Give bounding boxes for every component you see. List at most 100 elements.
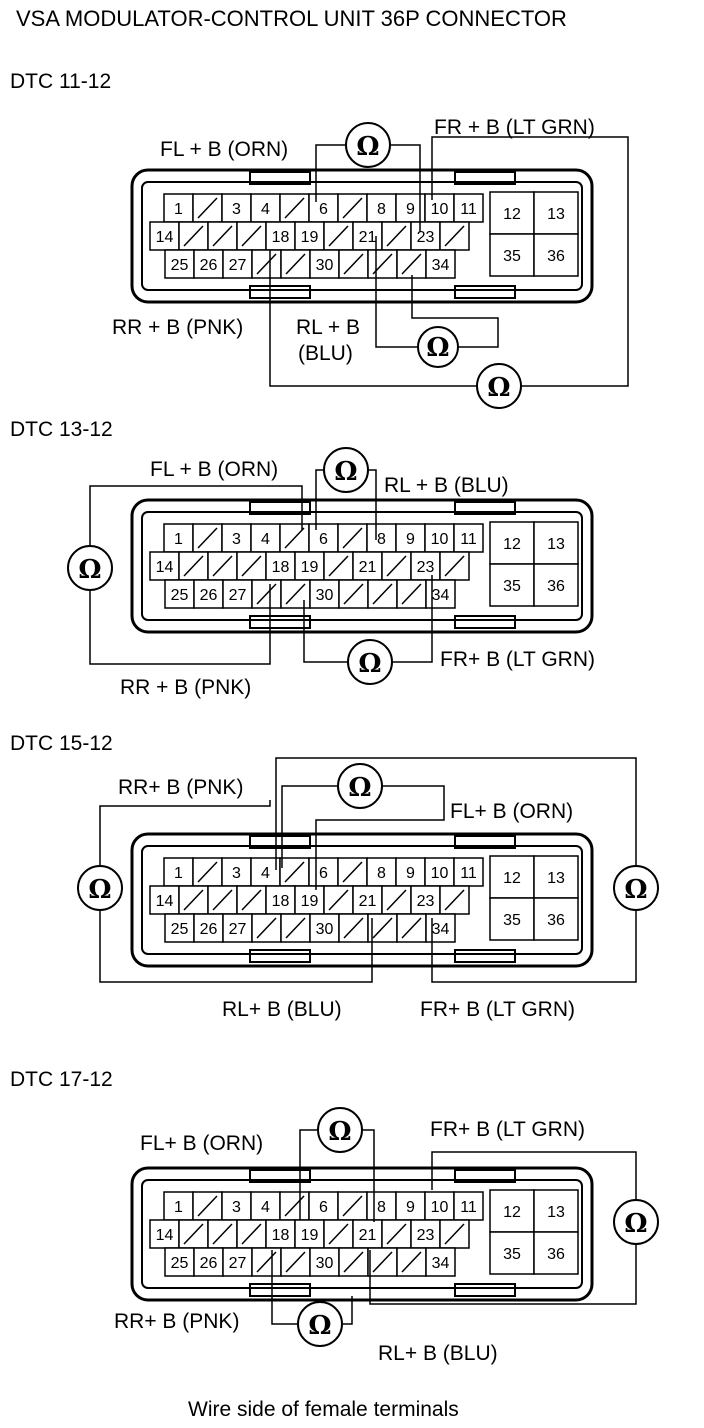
terminal-cell-large [533,233,579,277]
page-title: VSA MODULATOR-CONTROL UNIT 36P CONNECTOR [16,6,567,31]
terminal-cell [250,523,281,553]
terminal-number: 13 [547,206,565,223]
terminal-number: 25 [171,587,189,604]
unused-terminal [183,225,204,247]
terminal-number: 6 [319,1199,328,1216]
terminal-number: 12 [503,536,521,553]
wire-fr [369,1151,637,1305]
terminal-number: 34 [432,587,450,604]
unused-terminal [343,583,364,605]
ohm-symbol: Ω [328,1117,351,1147]
ohmmeter-icon [317,1107,363,1153]
latch [454,949,516,963]
terminal-number: 18 [272,893,290,910]
latch [249,501,311,515]
terminal-cell [309,579,340,609]
ohmmeter-icon [297,1301,343,1347]
terminal-number: 3 [232,201,241,218]
terminal-number: 36 [547,1246,565,1263]
ohmmeter-icon [337,763,383,809]
terminal-number: 19 [301,893,319,910]
terminal-number: 27 [229,257,247,274]
terminal-cell [352,885,383,915]
terminal-number: 9 [406,865,415,882]
terminal-number: 23 [417,559,435,576]
label-rl-color: (BLU) [298,342,353,365]
terminal-number: 10 [431,865,449,882]
wire-fr [431,136,629,387]
terminal-number: 11 [460,865,477,882]
wire-rl [315,469,377,540]
unused-terminal [241,1223,262,1245]
wire-rr-rl [99,800,373,983]
connector-shell [130,498,594,634]
wire-fl-fr-meter [315,144,421,232]
wire-fl-rr [89,485,303,665]
terminal-number: 19 [301,229,319,246]
unused-terminal [342,527,363,549]
unused-terminal [401,583,422,605]
terminal-number: 30 [316,1255,334,1272]
dtc-label: DTC 11-12 [10,70,111,93]
ohmmeter-icon [77,865,123,911]
terminal-number: 25 [171,257,189,274]
latch [454,501,516,515]
terminal-number: 14 [156,1227,174,1244]
unused-terminal [328,225,349,247]
unused-terminal [212,225,233,247]
terminal-number: 9 [406,531,415,548]
terminal-cell [221,1191,252,1221]
unused-terminal [284,197,305,219]
unused-terminal [372,583,393,605]
terminal-number: 21 [359,559,377,576]
ohm-symbol: Ω [426,333,449,363]
terminal-number: 6 [319,531,328,548]
label-fr: FR + B (LT GRN) [434,116,595,139]
connector-shell [130,1166,594,1302]
terminal-number: 25 [171,1255,189,1272]
terminal-number: 36 [547,578,565,595]
terminal-number: 26 [200,257,218,274]
unused-terminal [183,1223,204,1245]
wire-fl-rl [299,1129,375,1222]
unused-terminal [212,1223,233,1245]
unused-terminal [372,917,393,939]
unused-terminal [342,1195,363,1217]
terminal-number: 36 [547,248,565,265]
unused-terminal [401,1251,422,1273]
label-rr: RR + B (PNK) [112,316,243,339]
latch [249,285,311,299]
terminal-cell [308,1191,339,1221]
ohm-symbol: Ω [308,1311,331,1341]
terminal-number: 1 [174,531,183,548]
terminal-cell [425,913,456,943]
terminal-number: 1 [174,201,183,218]
terminal-number: 25 [171,921,189,938]
terminal-cell [366,857,397,887]
latch [249,949,311,963]
terminal-number: 3 [232,531,241,548]
unused-terminal [328,889,349,911]
terminal-number: 4 [261,201,270,218]
ohm-symbol: Ω [358,649,381,679]
terminal-number: 26 [200,587,218,604]
terminal-number: 14 [156,229,174,246]
terminal-cell [294,551,325,581]
label-rl: RL + B [296,316,360,339]
label-fr: FR+ B (LT GRN) [430,1118,585,1141]
ohm-symbol: Ω [624,875,647,905]
terminal-number: 13 [547,536,565,553]
latch [249,615,311,629]
ohmmeter-icon [347,639,393,685]
terminal-cell [222,913,253,943]
terminal-number: 26 [200,1255,218,1272]
unused-terminal [342,861,363,883]
label-rr: RR + B (PNK) [120,676,251,699]
terminal-number: 26 [200,921,218,938]
terminal-cell [308,523,339,553]
unused-terminal [386,225,407,247]
